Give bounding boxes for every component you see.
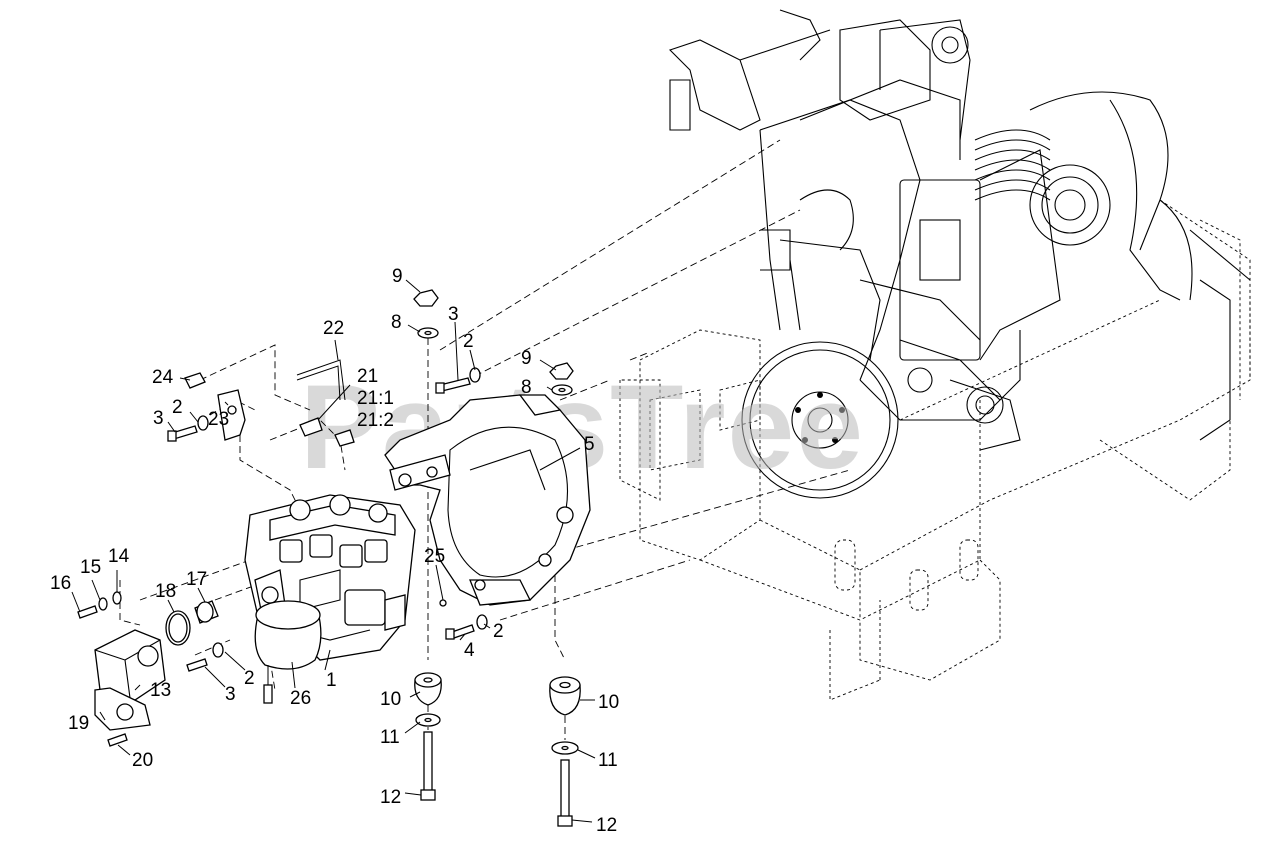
callout-4: 4 — [464, 640, 475, 661]
engine-frame-assembly — [619, 9, 1251, 701]
callout-20: 20 — [132, 750, 153, 771]
callout-14: 14 — [108, 546, 130, 567]
callout-3: 3 — [448, 304, 459, 325]
callout-12: 12 — [596, 815, 617, 836]
callout-3: 3 — [153, 408, 164, 429]
callout-21-2: 21:2 — [357, 410, 394, 431]
callout-17: 17 — [186, 569, 207, 590]
callout-labels: 9 8 3 2 22 24 21 21:1 21:2 3 2 23 9 8 5 … — [50, 266, 619, 836]
bell-housing — [384, 394, 591, 606]
callout-12: 12 — [380, 787, 401, 808]
callout-13: 13 — [150, 680, 171, 701]
filter-canister — [254, 600, 322, 704]
callout-19: 19 — [68, 713, 89, 734]
callout-10: 10 — [598, 692, 619, 713]
callout-25: 25 — [424, 546, 445, 567]
callout-21-1: 21:1 — [357, 388, 394, 409]
callout-11: 11 — [380, 727, 400, 748]
hardware — [77, 289, 581, 827]
callout-3: 3 — [225, 684, 236, 705]
callout-18: 18 — [155, 581, 176, 602]
callout-2: 2 — [172, 397, 183, 418]
callout-24: 24 — [152, 367, 174, 388]
callout-9: 9 — [521, 348, 532, 369]
callout-8: 8 — [521, 377, 532, 398]
callout-8: 8 — [391, 312, 402, 333]
callout-22: 22 — [323, 318, 344, 339]
callout-10: 10 — [380, 689, 401, 710]
leader-lines — [71, 279, 596, 823]
callout-2: 2 — [463, 331, 474, 352]
callout-23: 23 — [208, 409, 229, 430]
callout-26: 26 — [290, 688, 311, 709]
callout-1: 1 — [326, 670, 337, 691]
callout-5: 5 — [584, 434, 595, 455]
cooling-fins — [974, 129, 1051, 201]
callout-9: 9 — [392, 266, 403, 287]
callout-11: 11 — [598, 750, 618, 771]
callout-15: 15 — [80, 557, 101, 578]
callout-21: 21 — [357, 366, 378, 387]
callout-2: 2 — [244, 668, 255, 689]
callout-2: 2 — [493, 621, 504, 642]
callout-16: 16 — [50, 573, 71, 594]
